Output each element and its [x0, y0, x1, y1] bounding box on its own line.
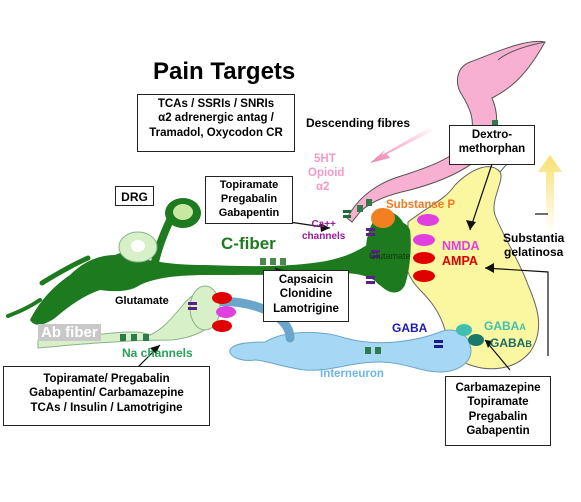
substance-p-vesicle [371, 208, 395, 228]
c-fiber-drugs-box: Capsaicin Clonidine Lamotrigine [263, 270, 349, 322]
drg-nucleus [173, 204, 193, 220]
nmda-label: NMDA [442, 239, 480, 253]
substantia-gelatinosa-label: Substantia gelatinosa [503, 231, 565, 259]
gaba-receptors [456, 324, 484, 346]
drg-label-box: DRG [115, 186, 154, 206]
ab-fiber-nodes [120, 334, 149, 341]
ab-cell-nucleus [131, 240, 145, 252]
dextromethorphan-box: Dextro- methorphan [449, 125, 535, 165]
c-fiber-dendrite [39, 255, 91, 286]
alpha2-label: α2 [316, 181, 330, 193]
interneuron-receptors [212, 292, 236, 332]
descending-fibres-label: Descending fibres [306, 116, 411, 130]
5ht-label: 5HT [314, 153, 336, 165]
opioid-label: Opioid [308, 167, 345, 179]
page-title: Pain Targets [153, 58, 296, 85]
ampa-label: AMPA [442, 254, 478, 268]
c-fiber-axon [30, 222, 411, 325]
interneuron-body [229, 329, 472, 373]
gaba-drugs-box: Carbamazepine Topiramate Pregabalin Gaba… [445, 376, 551, 446]
c-fiber-label: C-fiber [221, 234, 276, 253]
nmda-ampa-receptors [413, 214, 439, 282]
ab-fiber-label: Ab fiber [38, 324, 101, 342]
glutamate-cfiber-label: Glutamate [369, 251, 411, 261]
glutamate-ab-channel [188, 302, 197, 310]
calcium-channel-drugs-box: Topiramate Pregabalin Gabapentin [205, 176, 293, 224]
ascending-arrow [538, 155, 562, 232]
c-fiber-dendrite-2 [6, 298, 42, 318]
sodium-channel-drugs-box: Topiramate/ Pregabalin Gabapentin/ Carba… [3, 366, 210, 426]
antidepressant-drugs-box: TCAs / SSRIs / SNRIs α2 adrenergic antag… [137, 94, 295, 152]
descending-arrow [370, 127, 433, 163]
gaba-a-label: GABAA [484, 319, 526, 333]
c-fiber-nodes [260, 258, 286, 265]
glutamate-ab-label: Glutamate [115, 295, 169, 307]
interneuron-label: Interneuron [320, 368, 384, 380]
substance-p-label: Substanse P [386, 199, 456, 211]
dorsal-horn-neuron [404, 166, 540, 370]
gaba-b-label: GABAB [490, 336, 532, 350]
descending-axon-nodes [357, 120, 498, 212]
calcium-channels [366, 228, 380, 284]
ca-channels-label: Ca++ channels [302, 219, 346, 242]
interneuron-axon-nodes [365, 347, 381, 354]
c-fiber-terminal [366, 212, 410, 288]
gaba-label: GABA [392, 321, 428, 335]
descending-terminal-receptors [343, 210, 351, 218]
gaba-channel [434, 340, 443, 348]
na-channels-label: Na channels [122, 346, 193, 360]
